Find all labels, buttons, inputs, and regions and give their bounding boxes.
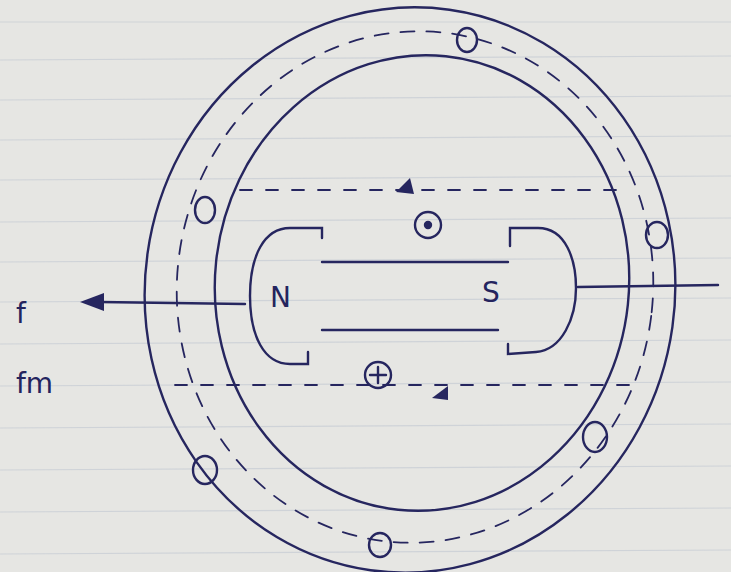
inner-armature <box>192 35 651 532</box>
magnet-bar <box>322 262 508 330</box>
arrowhead <box>80 178 448 400</box>
current-in-symbol <box>365 362 391 388</box>
axis-line <box>578 285 718 287</box>
force-line <box>100 302 245 304</box>
magnet-pole: S <box>478 224 578 358</box>
force-label: fm <box>16 370 53 398</box>
current-out-symbol <box>415 212 441 238</box>
pole-label: S <box>482 279 500 307</box>
force-label: f <box>16 300 26 328</box>
conductor <box>193 28 668 557</box>
pole-label: N <box>270 284 291 312</box>
magnet-pole: N <box>248 226 328 366</box>
dashed-axis <box>175 190 640 385</box>
ruled-lines <box>0 22 731 554</box>
